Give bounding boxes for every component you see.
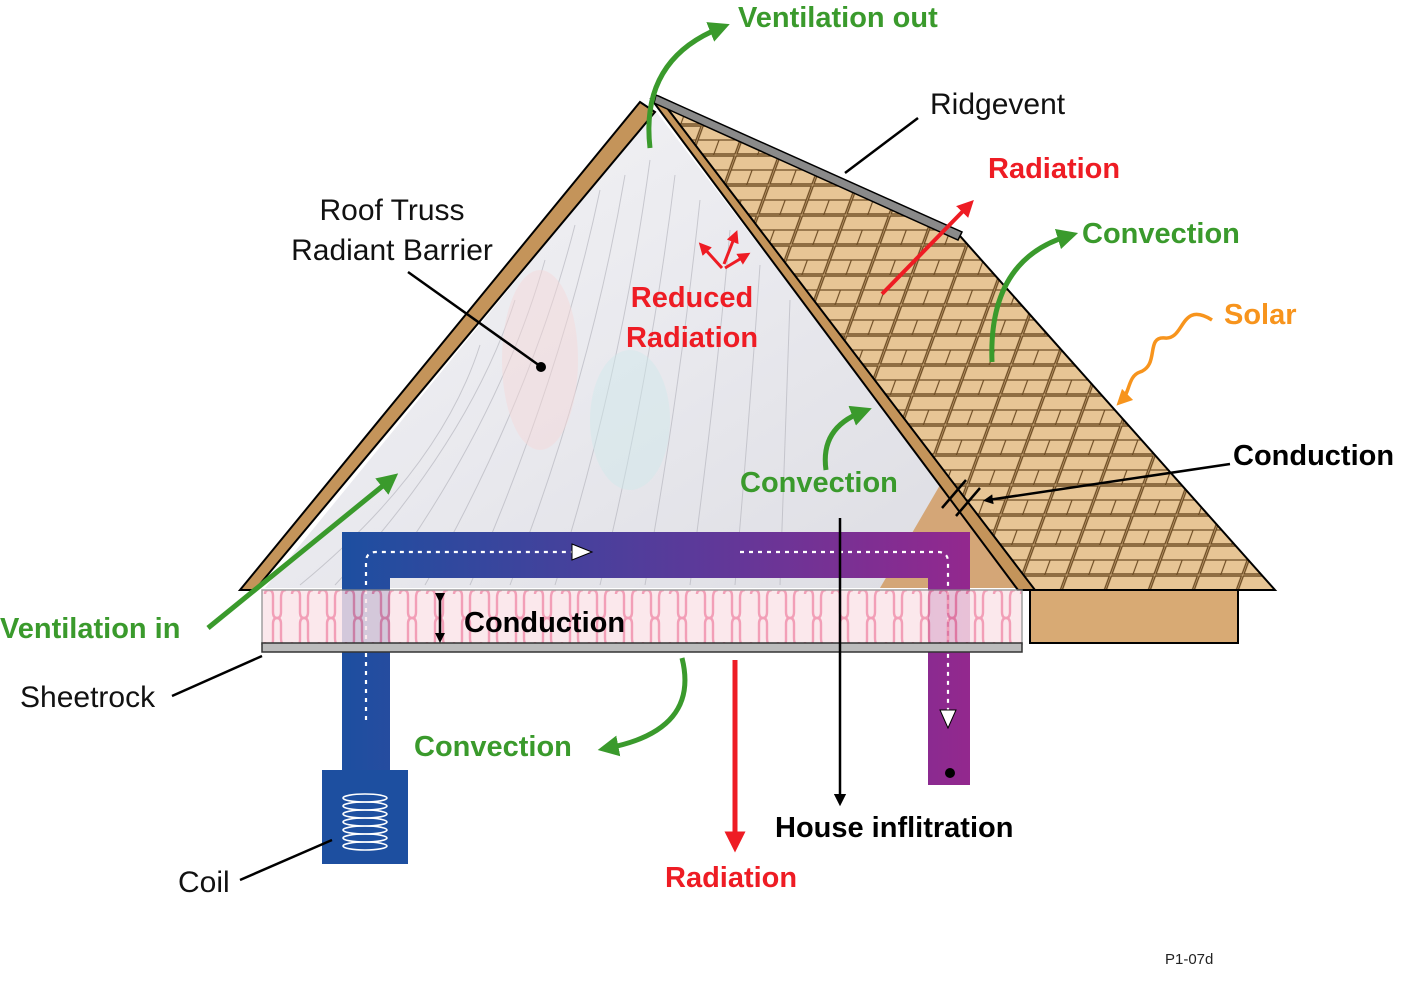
radiation-roof-arrow: [880, 199, 974, 296]
ventilation-out-arrow: [646, 22, 730, 149]
flow-arrowhead-1: [571, 543, 594, 561]
convection-attic-arrow: [822, 405, 872, 471]
figure-id: P1-07d: [1165, 951, 1213, 968]
label-conduction-insulation: Conduction: [464, 607, 625, 639]
label-radiant-barrier: Radiant Barrier: [291, 234, 493, 267]
label-ventilation-out: Ventilation out: [738, 2, 938, 34]
flow-arrow-icon: [364, 550, 950, 720]
conduction-roof-marker: [941, 479, 981, 517]
label-radiation-bottom: Radiation: [665, 862, 797, 894]
insulation-layer: [261, 589, 1023, 645]
label-solar: Solar: [1224, 299, 1297, 331]
label-convection-top: Convection: [1082, 218, 1240, 250]
label-roof-truss: Roof Truss: [319, 194, 464, 227]
label-sheetrock: Sheetrock: [20, 681, 156, 714]
label-convection-middle: Convection: [740, 467, 898, 499]
label-reduced: Reduced: [631, 282, 753, 314]
ridgevent-leader: [844, 117, 919, 174]
coil-box: [322, 770, 408, 864]
sheetrock-leader: [171, 654, 263, 698]
label-reduced-radiation: Radiation: [626, 322, 758, 354]
convection-roof-arrow: [989, 228, 1079, 363]
label-ventilation-in: Ventilation in: [0, 613, 180, 645]
label-convection-bottom: Convection: [414, 731, 572, 763]
solar-arrow: [1116, 312, 1213, 406]
coil-leader: [239, 838, 333, 882]
eave-box: [1029, 589, 1239, 644]
duct-end-dot: [945, 768, 955, 778]
sheetrock: [261, 642, 1023, 653]
coil-icon: [342, 793, 388, 851]
roof-truss-dot: [536, 362, 546, 372]
label-ridgevent: Ridgevent: [930, 88, 1066, 121]
label-coil: Coil: [178, 866, 230, 899]
flow-arrowhead-2: [939, 709, 957, 730]
convection-ceiling-arrow: [597, 657, 688, 757]
label-radiation-top: Radiation: [988, 153, 1120, 185]
radiant-barrier: [265, 110, 1022, 588]
roof-truss-leader: [407, 270, 541, 368]
conduction-roof-arrow: [983, 462, 1231, 505]
label-house-infiltration: House inflitration: [775, 812, 1013, 844]
supply-duct: [342, 532, 970, 785]
ventilation-in-arrow: [206, 473, 399, 630]
label-conduction-right: Conduction: [1233, 440, 1394, 472]
reduced-radiation-arrows: [698, 230, 751, 270]
